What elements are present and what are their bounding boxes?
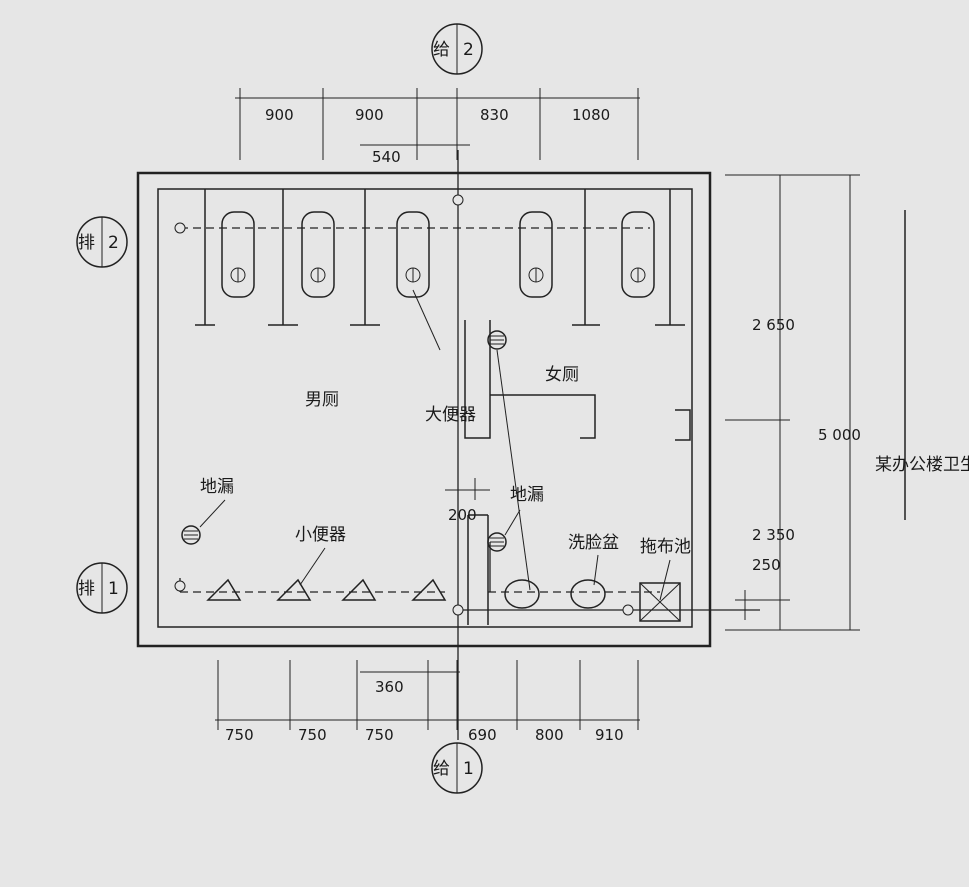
dim-360: 360 bbox=[375, 678, 404, 696]
supply-marker-1: 给 1 bbox=[431, 742, 483, 794]
supply-marker-2: 给 2 bbox=[431, 23, 483, 75]
toilet bbox=[221, 211, 255, 298]
wall-jog bbox=[675, 409, 691, 441]
outer-wall bbox=[136, 171, 712, 648]
pipe-riser bbox=[622, 604, 634, 616]
dim-900: 900 bbox=[265, 106, 294, 124]
svg-text:2: 2 bbox=[463, 40, 474, 60]
drawing-title: 某办公楼卫生间二、三层平面图 bbox=[875, 455, 969, 475]
toilet-group bbox=[221, 211, 655, 298]
svg-text:1: 1 bbox=[108, 579, 119, 599]
mop-sink bbox=[639, 582, 681, 622]
dim-200: 200 bbox=[448, 506, 477, 524]
inner-wall bbox=[157, 188, 693, 628]
floor-drain bbox=[487, 330, 507, 350]
dim-900: 900 bbox=[355, 106, 384, 124]
svg-text:给: 给 bbox=[433, 40, 450, 60]
dim-5000: 5 000 bbox=[818, 426, 861, 444]
stall-partitions bbox=[195, 189, 685, 326]
dim-750: 750 bbox=[298, 726, 327, 744]
washbasin bbox=[504, 579, 540, 609]
toilet bbox=[301, 211, 335, 298]
mop-sink-label: 拖布池 bbox=[640, 537, 691, 557]
drain-marker-1: 排 1 bbox=[76, 562, 128, 614]
urinal bbox=[206, 578, 242, 601]
urinal-group bbox=[206, 578, 447, 601]
left-dimension bbox=[445, 478, 490, 500]
toilet bbox=[519, 211, 553, 298]
urinal bbox=[411, 578, 447, 601]
right-dimension-line bbox=[725, 174, 860, 631]
dim-2650: 2 650 bbox=[752, 316, 795, 334]
pipe-riser bbox=[452, 604, 464, 616]
drain-marker-2: 排 2 bbox=[76, 216, 128, 268]
toilet bbox=[396, 211, 430, 298]
women-room-label: 女厕 bbox=[545, 365, 579, 385]
bottom-dimension-line bbox=[215, 660, 640, 730]
men-room-label: 男厕 bbox=[305, 390, 339, 410]
dim-690: 690 bbox=[468, 726, 497, 744]
svg-text:1: 1 bbox=[463, 759, 474, 779]
pipe-riser bbox=[174, 222, 186, 234]
dim-750: 750 bbox=[365, 726, 394, 744]
urinal-label: 小便器 bbox=[295, 525, 346, 545]
svg-text:给: 给 bbox=[433, 759, 450, 779]
top-dimension-line bbox=[235, 88, 640, 160]
toilet bbox=[621, 211, 655, 298]
basin-wall bbox=[467, 514, 489, 625]
drain-pipes bbox=[179, 227, 660, 593]
floor-drain-label: 地漏 bbox=[510, 485, 544, 505]
svg-text:排: 排 bbox=[78, 579, 95, 599]
partition-wall-2 bbox=[490, 394, 596, 439]
floor-drain bbox=[487, 532, 507, 552]
dim-2350: 2 350 bbox=[752, 526, 795, 544]
svg-text:2: 2 bbox=[108, 233, 119, 253]
dim-750: 750 bbox=[225, 726, 254, 744]
dim-830: 830 bbox=[480, 106, 509, 124]
leader-lines bbox=[199, 289, 671, 601]
pipe-riser bbox=[452, 194, 464, 206]
supply-pipes bbox=[457, 150, 760, 740]
urinal bbox=[276, 578, 312, 601]
dim-540: 540 bbox=[372, 148, 401, 166]
partition-wall bbox=[464, 320, 491, 439]
dim-250: 250 bbox=[752, 556, 781, 574]
floor-drain bbox=[181, 525, 201, 545]
toilet-label: 大便器 bbox=[425, 405, 476, 425]
dim-800: 800 bbox=[535, 726, 564, 744]
floor-drain-label: 地漏 bbox=[200, 477, 234, 497]
washbasin-label: 洗脸盆 bbox=[568, 533, 619, 553]
dim-910: 910 bbox=[595, 726, 624, 744]
urinal bbox=[341, 578, 377, 601]
washbasin bbox=[570, 579, 606, 609]
dim-1080: 1080 bbox=[572, 106, 610, 124]
svg-text:排: 排 bbox=[78, 233, 95, 253]
pipe-riser bbox=[174, 580, 186, 592]
